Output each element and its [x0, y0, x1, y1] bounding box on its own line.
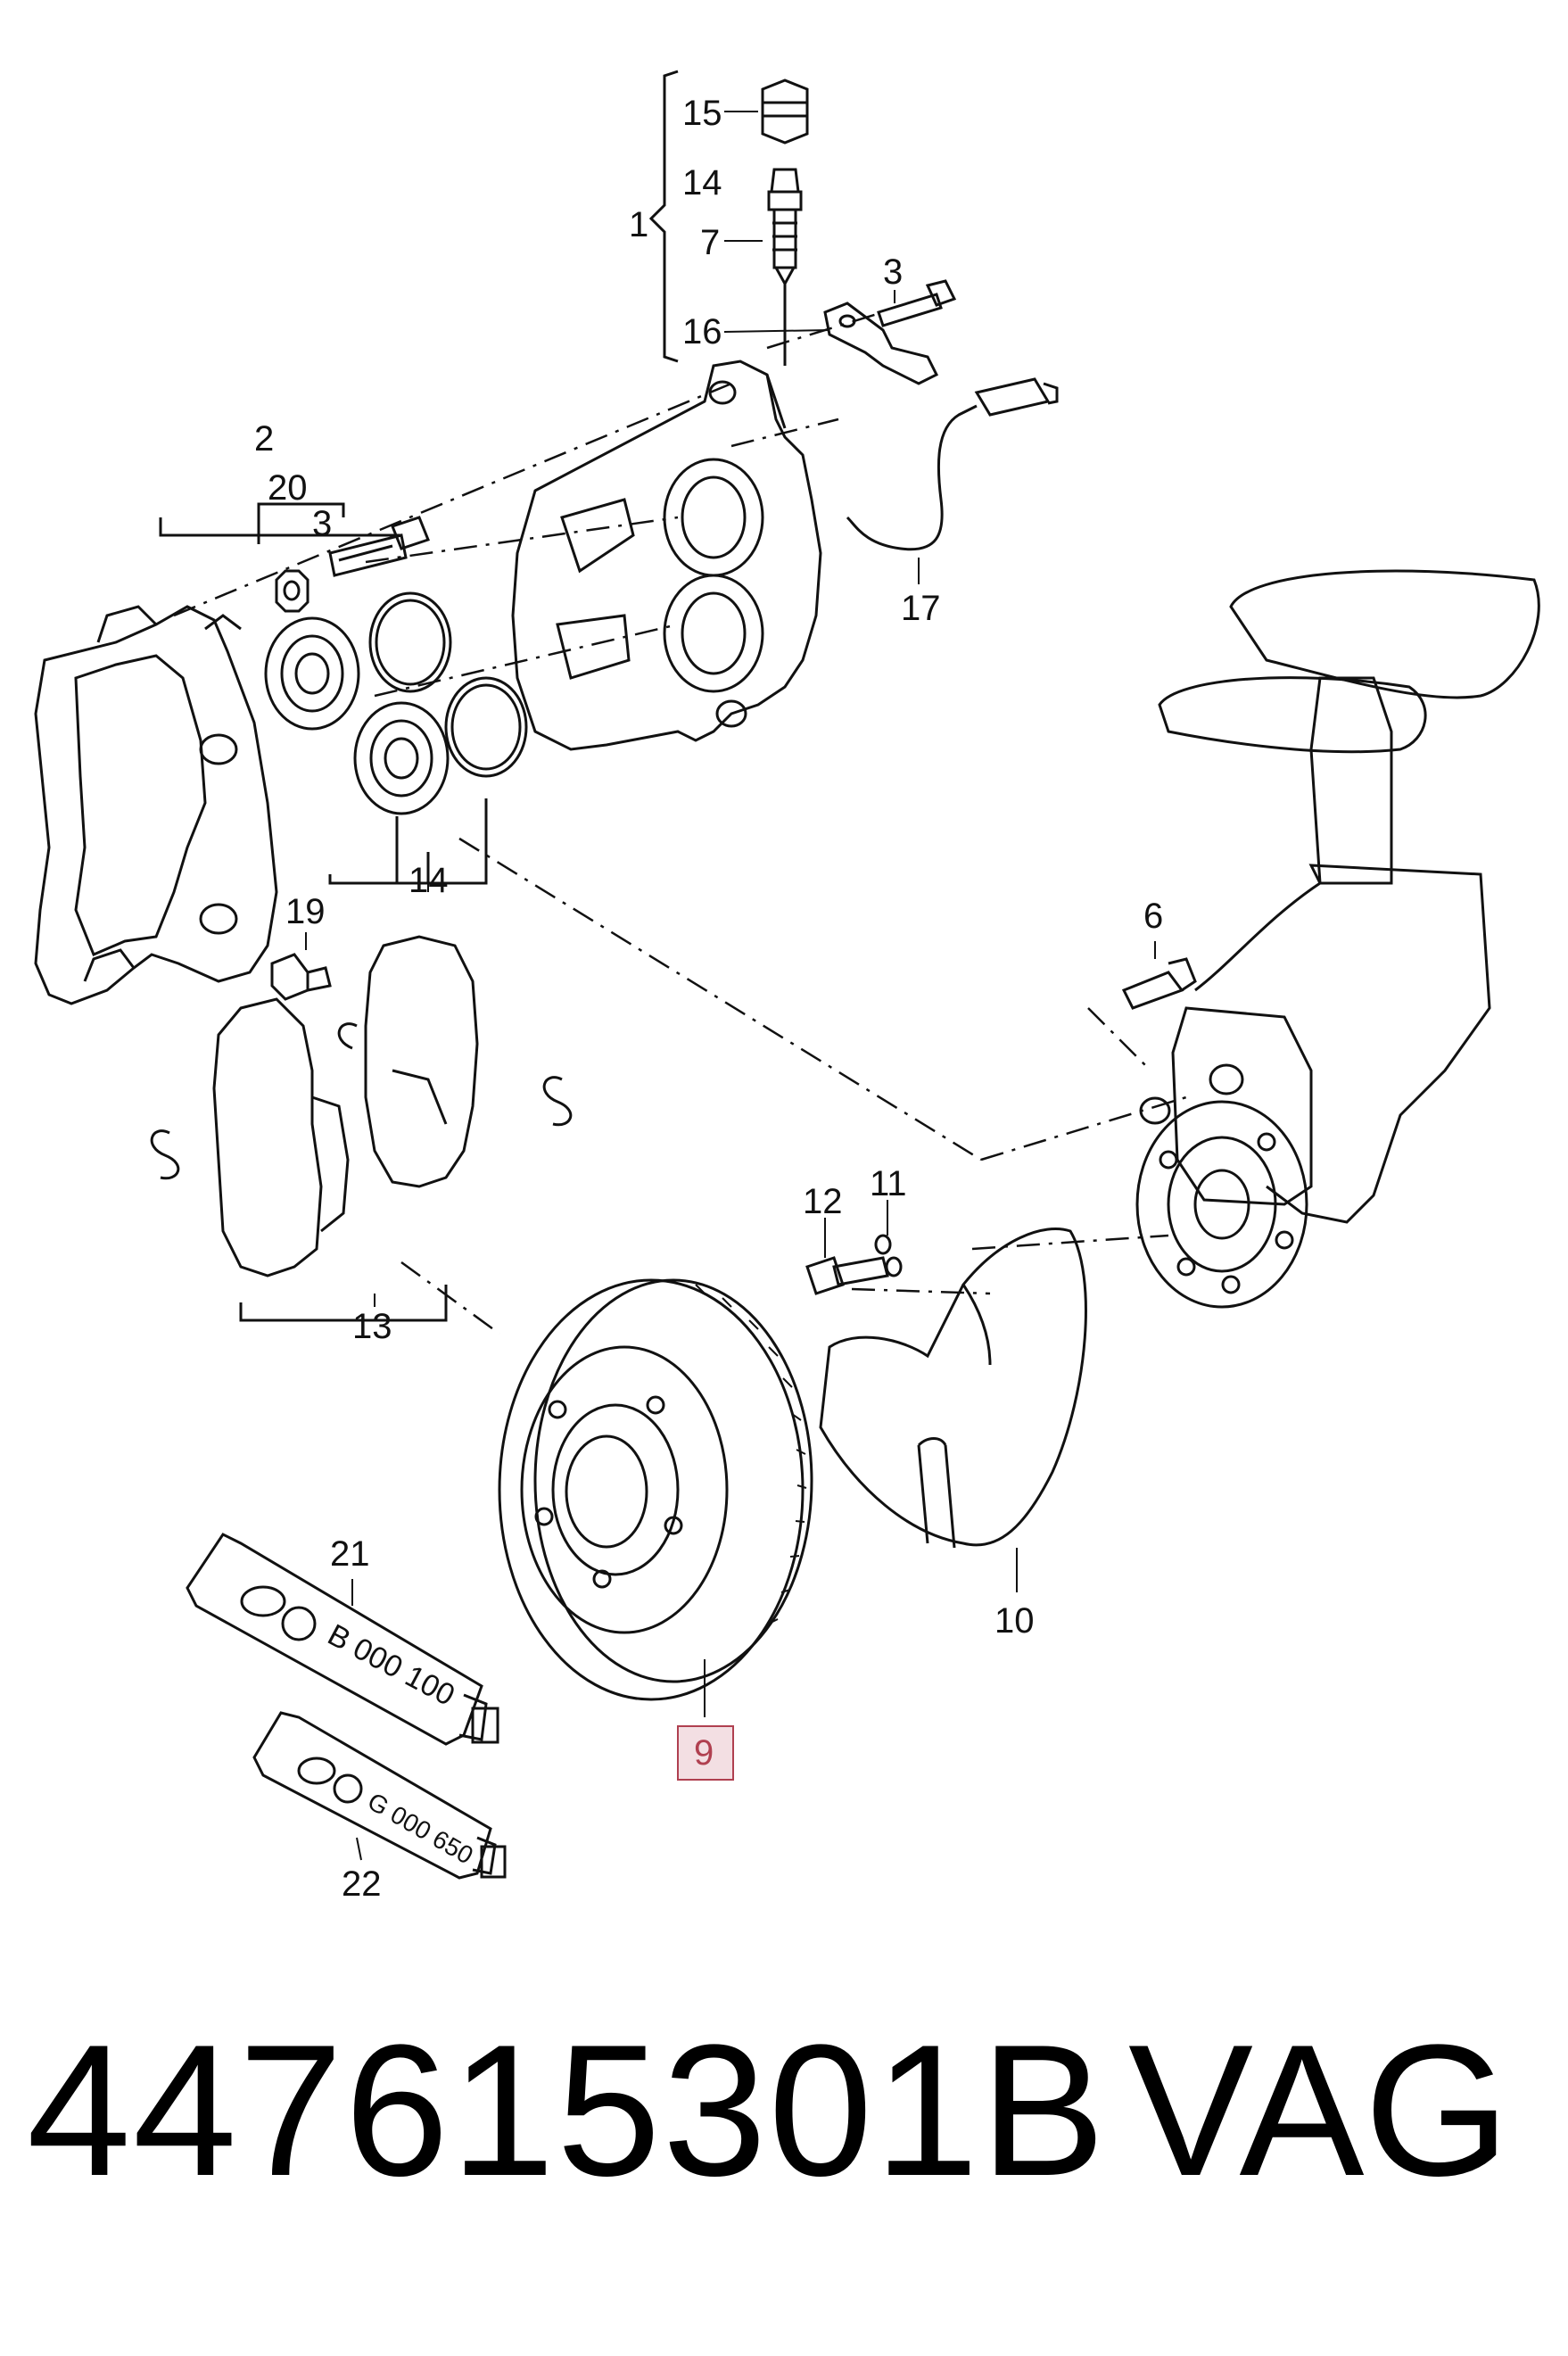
pad-wear-clip — [270, 953, 332, 1001]
brake-pads — [150, 935, 573, 1322]
assembly-axis-lines — [173, 310, 1187, 1335]
caliper-housing — [511, 360, 822, 751]
callout-22: 22 — [342, 1864, 382, 1904]
leader-lines — [305, 111, 1156, 1861]
callout-15: 15 — [682, 94, 722, 133]
callout-9-highlight — [677, 1725, 734, 1781]
bleeder-kit — [648, 70, 957, 385]
callout-19: 19 — [285, 892, 326, 931]
callout-14-seals: 14 — [409, 861, 449, 900]
strut-and-knuckle — [1121, 569, 1540, 1309]
callout-7: 7 — [700, 223, 720, 262]
brake-disc — [498, 1278, 813, 1701]
disc-vent-slots — [695, 1284, 807, 1624]
callout-3-left: 3 — [312, 504, 332, 543]
callout-13: 13 — [352, 1307, 392, 1346]
wear-sensor-cable — [846, 377, 1059, 551]
brand-name: VAG — [1128, 2005, 1510, 2215]
bolt-and-washer — [805, 1234, 903, 1295]
guide-pin-set — [159, 502, 430, 613]
callout-2: 2 — [254, 419, 274, 459]
callout-1: 1 — [629, 205, 648, 244]
callout-17: 17 — [901, 589, 941, 628]
callout-9: 9 — [694, 1733, 714, 1773]
callout-11: 11 — [870, 1164, 907, 1203]
splash-shield — [819, 1228, 1087, 1549]
callout-20: 20 — [268, 468, 308, 508]
piston-seals — [264, 591, 528, 885]
part-number: 447615301B — [27, 2005, 1108, 2215]
callout-21: 21 — [330, 1534, 370, 1574]
callout-12: 12 — [803, 1182, 843, 1221]
callout-10: 10 — [994, 1601, 1035, 1641]
callout-14-bleeder: 14 — [682, 163, 722, 203]
callout-6: 6 — [1143, 897, 1163, 936]
caliper-carrier — [34, 605, 278, 1005]
callout-16: 16 — [682, 312, 722, 351]
callout-numbers: 15 14 1 7 3 16 2 20 3 17 14 6 19 11 12 1… — [254, 94, 1163, 1904]
callout-3-top: 3 — [883, 252, 903, 292]
